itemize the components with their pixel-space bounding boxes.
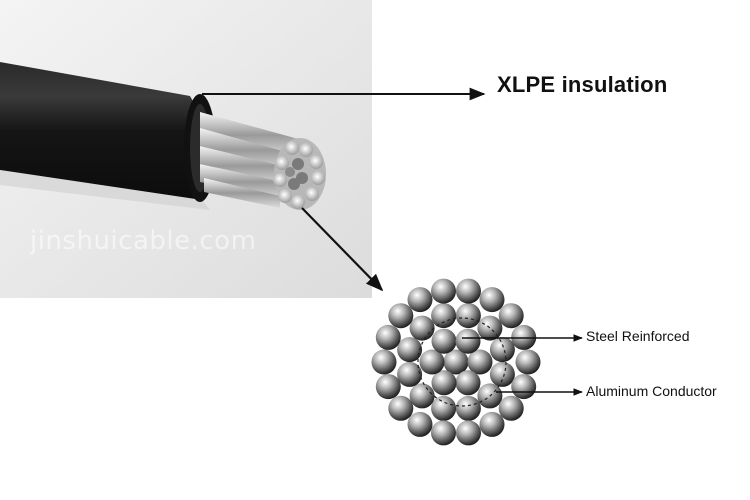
aluminum-strand — [397, 361, 423, 387]
aluminum-strand — [431, 303, 457, 329]
aluminum-strand — [511, 374, 537, 400]
aluminum-strand — [455, 303, 481, 329]
aluminum-conductor-label: Aluminum Conductor — [586, 383, 717, 399]
aluminum-strand — [375, 374, 401, 400]
conductor-strands — [200, 112, 302, 208]
aluminum-strand — [477, 383, 503, 409]
steel-strand — [443, 349, 469, 375]
watermark: jinshuicable.com — [30, 226, 257, 256]
aluminum-strand — [407, 287, 433, 313]
steel-core-outline — [417, 317, 507, 407]
aluminum-strand — [375, 324, 401, 350]
xlpe-insulation-label: XLPE insulation — [497, 72, 668, 97]
steel-strand — [431, 370, 457, 396]
aluminum-strand — [407, 411, 433, 437]
aluminum-strand — [397, 337, 423, 363]
aluminum-strand — [409, 315, 435, 341]
aluminum-strand — [515, 349, 541, 375]
aluminum-strand — [388, 395, 414, 421]
steel-strand — [419, 349, 445, 375]
steel-strand — [431, 328, 457, 354]
aluminum-strand — [489, 361, 515, 387]
aluminum-strand — [431, 420, 456, 446]
steel-strand — [455, 328, 481, 354]
steel-strand — [467, 349, 493, 375]
aluminum-strand — [456, 278, 481, 304]
aluminum-strand — [431, 395, 457, 421]
aluminum-strand — [479, 287, 505, 313]
aluminum-strand — [431, 278, 456, 304]
aluminum-strand — [388, 303, 414, 329]
steel-reinforced-label: Steel Reinforced — [586, 328, 690, 344]
aluminum-strand — [409, 383, 435, 409]
aluminum-strand — [498, 395, 524, 421]
aluminum-strand — [479, 411, 505, 437]
aluminum-strand — [477, 315, 503, 341]
aluminum-strand — [456, 420, 481, 446]
aluminum-strand — [489, 337, 515, 363]
aluminum-strand — [498, 303, 524, 329]
cable-jacket — [0, 62, 203, 200]
aluminum-strand — [455, 395, 481, 421]
cable-photo — [0, 0, 372, 298]
conductor-cross-section — [371, 278, 541, 446]
aluminum-strand — [511, 324, 537, 350]
aluminum-strand — [371, 349, 397, 375]
steel-strand — [455, 370, 481, 396]
